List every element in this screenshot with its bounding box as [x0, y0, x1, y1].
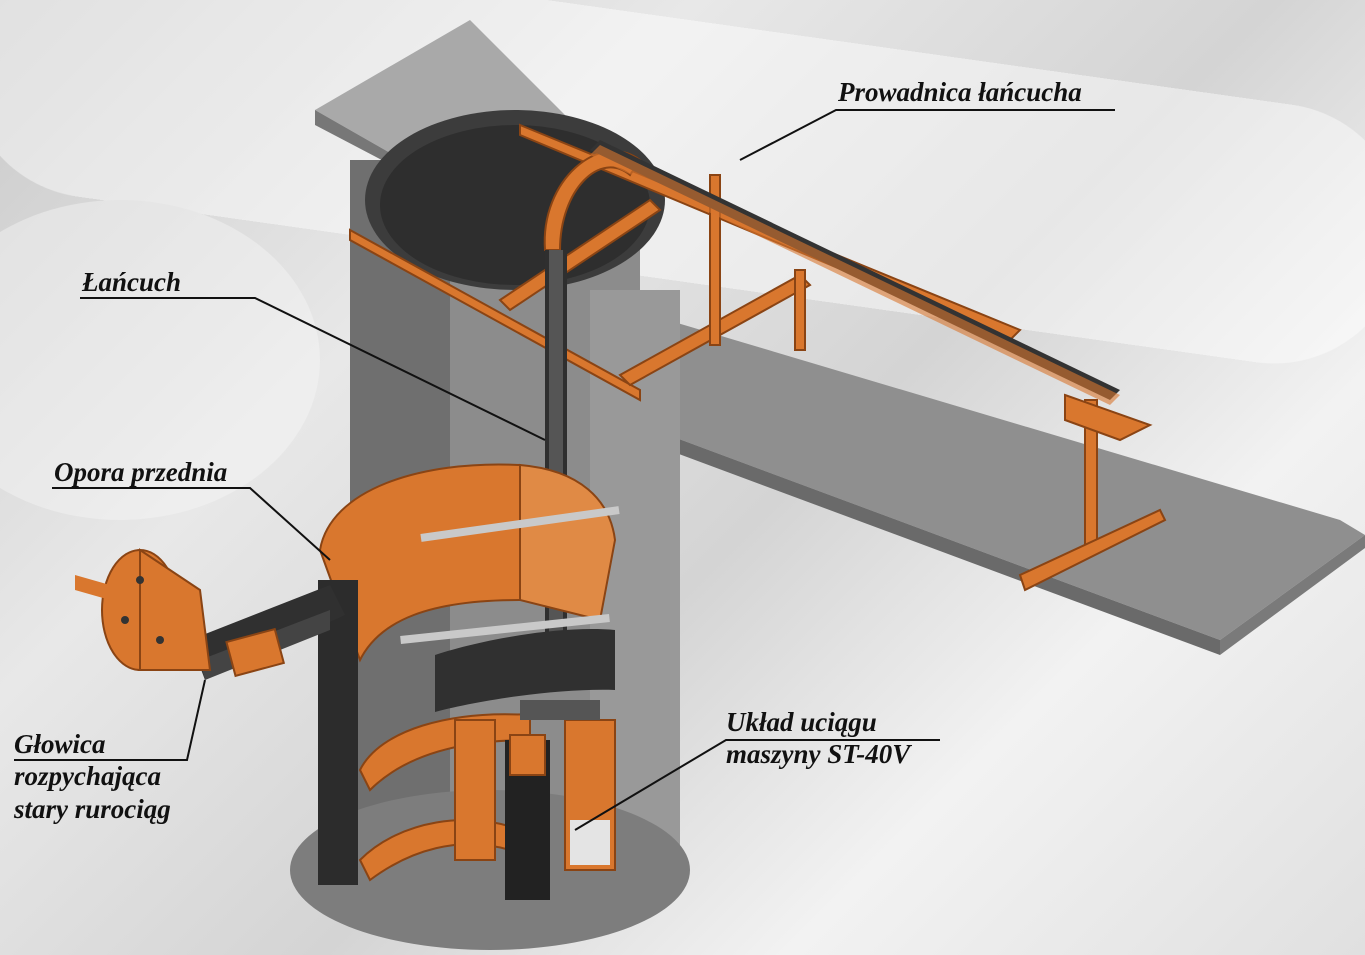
support-beam: [520, 300, 1365, 655]
leader-chain-guide: [739, 109, 1115, 161]
pull-system: [454, 700, 616, 900]
label-head: Głowica rozpychająca stary rurociąg: [14, 728, 171, 825]
leader-chain: [80, 297, 546, 441]
leader-head: [14, 679, 206, 761]
label-pull-system-line2: maszyny ST-40V: [726, 739, 911, 770]
leader-front-support: [52, 487, 331, 561]
label-head-line2: rozpychająca: [14, 761, 161, 792]
expansion-head: [75, 548, 345, 680]
label-chain: Łańcuch: [82, 267, 182, 297]
leader-lines: [14, 109, 1115, 831]
background-pipes: [0, 0, 1365, 520]
label-pull-system: Układ uciągu maszyny ST-40V: [726, 706, 910, 771]
label-pull-system-line1: Układ uciągu: [726, 707, 877, 737]
label-head-line3: stary rurociąg: [14, 793, 171, 824]
leader-pull-system: [574, 739, 940, 831]
front-support: [318, 463, 620, 885]
chain-on-guide: [590, 140, 1120, 405]
label-chain-guide: Prowadnica łańcucha: [838, 77, 1082, 107]
label-front-support: Opora przednia: [54, 457, 228, 487]
label-head-line1: Głowica: [14, 729, 106, 759]
